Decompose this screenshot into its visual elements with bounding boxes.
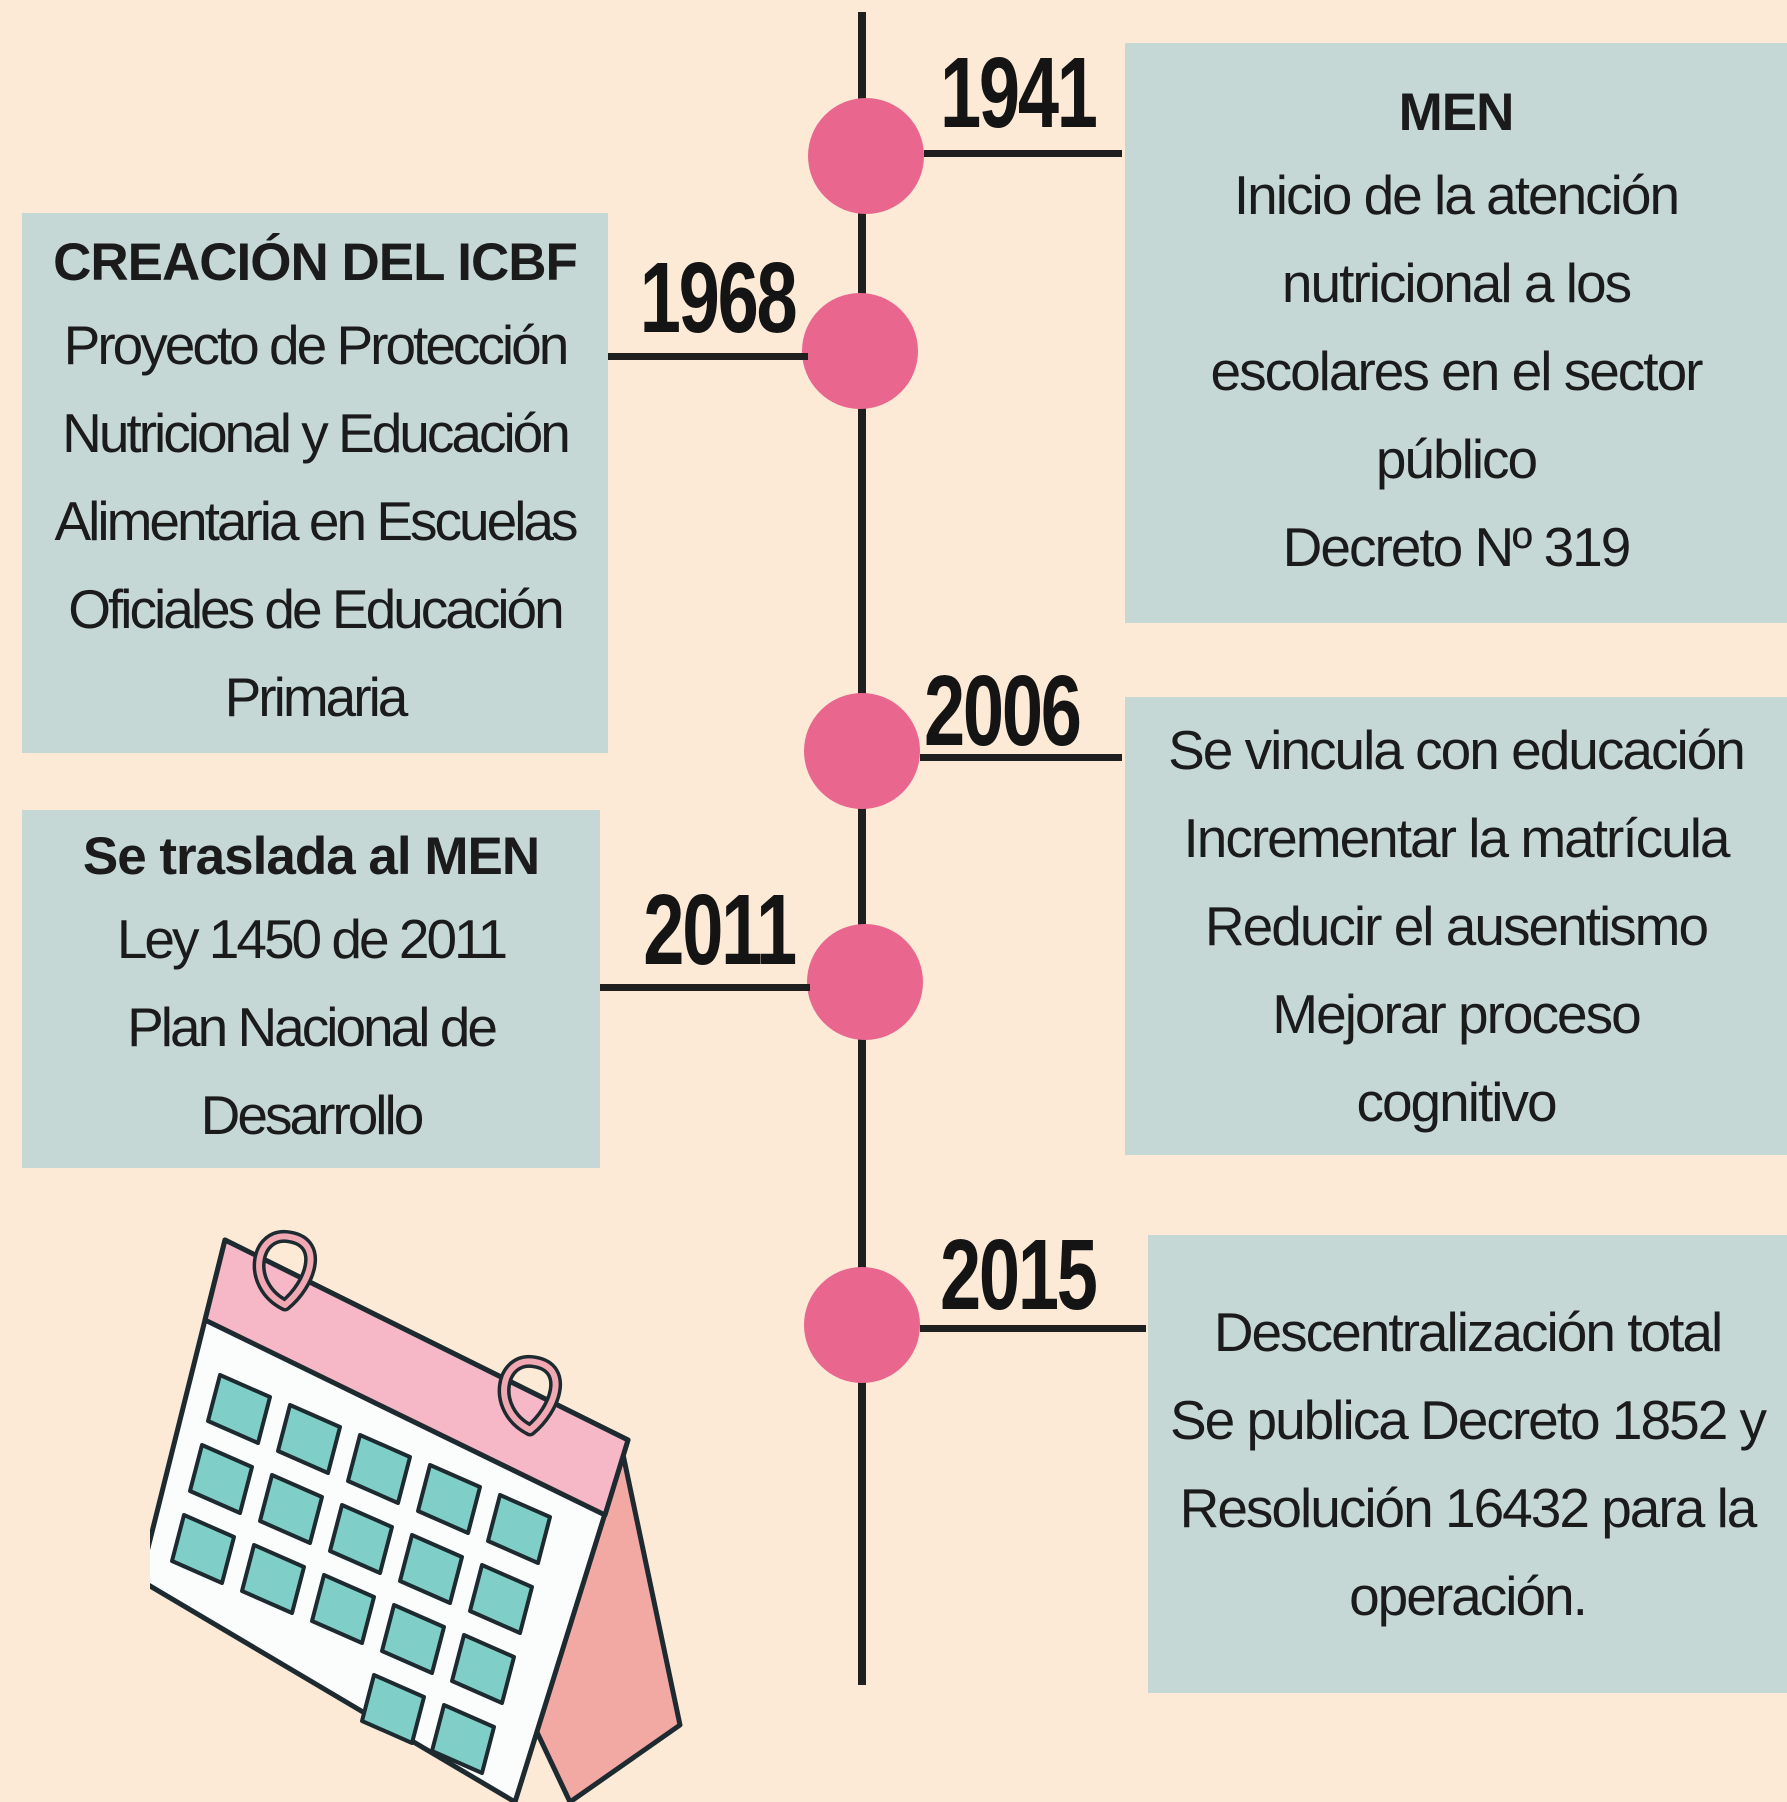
year-2015: 2015	[940, 1219, 1098, 1331]
event-line: cognitivo	[1356, 1071, 1557, 1133]
event-line: Reducir el ausentismo	[1204, 895, 1709, 957]
event-box-1941: MEN Inicio de la atención nutricional a …	[1125, 43, 1787, 623]
event-line: Plan Nacional de	[127, 996, 498, 1058]
event-line: operación.	[1349, 1565, 1588, 1627]
year-1941: 1941	[940, 37, 1098, 149]
event-line: Decreto Nº 319	[1282, 516, 1632, 578]
event-line: Alimentaria en Escuelas	[54, 490, 578, 552]
event-box-1968: CREACIÓN DEL ICBF Proyecto de Protección…	[22, 213, 608, 753]
event-line: escolares en el sector	[1210, 340, 1704, 402]
event-line: Se vincula con educación	[1168, 719, 1746, 781]
calendar-icon	[150, 1229, 683, 1802]
connector-2006	[920, 754, 1122, 761]
event-box-2015: Descentralización total Se publica Decre…	[1148, 1235, 1787, 1693]
event-line: Nutricional y Educación	[62, 402, 571, 464]
timeline-dot-1941	[808, 98, 924, 214]
event-line: Ley 1450 de 2011	[116, 908, 508, 970]
year-2011: 2011	[643, 874, 797, 986]
event-line: Proyecto de Protección	[63, 314, 570, 376]
connector-1968	[608, 353, 808, 360]
event-line: Desarrollo	[200, 1084, 425, 1146]
connector-2011	[600, 984, 810, 991]
connector-1941	[924, 150, 1122, 157]
event-box-2011: Se traslada al MEN Ley 1450 de 2011 Plan…	[22, 810, 600, 1168]
timeline-dot-2006	[804, 693, 920, 809]
connector-2015	[920, 1325, 1146, 1332]
event-line: Primaria	[224, 666, 409, 728]
event-line: Incrementar la matrícula	[1183, 807, 1731, 869]
timeline-dot-1968	[802, 293, 918, 409]
event-line: Resolución 16432 para la	[1179, 1477, 1758, 1539]
event-line: público	[1375, 428, 1538, 490]
event-line: Mejorar proceso	[1272, 983, 1641, 1045]
event-line: Descentralización total	[1213, 1301, 1723, 1363]
event-line: Se publica Decreto 1852 y	[1169, 1389, 1767, 1451]
event-title: CREACIÓN DEL ICBF	[53, 233, 578, 292]
timeline-dot-2011	[807, 924, 923, 1040]
timeline-axis	[858, 12, 866, 1685]
year-2006: 2006	[924, 655, 1082, 767]
timeline-dot-2015	[804, 1267, 920, 1383]
year-1968: 1968	[639, 242, 797, 354]
event-box-2006: Se vincula con educación Incrementar la …	[1125, 697, 1787, 1155]
event-line: Oficiales de Educación	[68, 578, 564, 640]
event-title: MEN	[1398, 83, 1515, 142]
event-line: Inicio de la atención	[1233, 164, 1680, 226]
event-line: nutricional a los	[1281, 252, 1632, 314]
event-title: Se traslada al MEN	[82, 827, 540, 886]
